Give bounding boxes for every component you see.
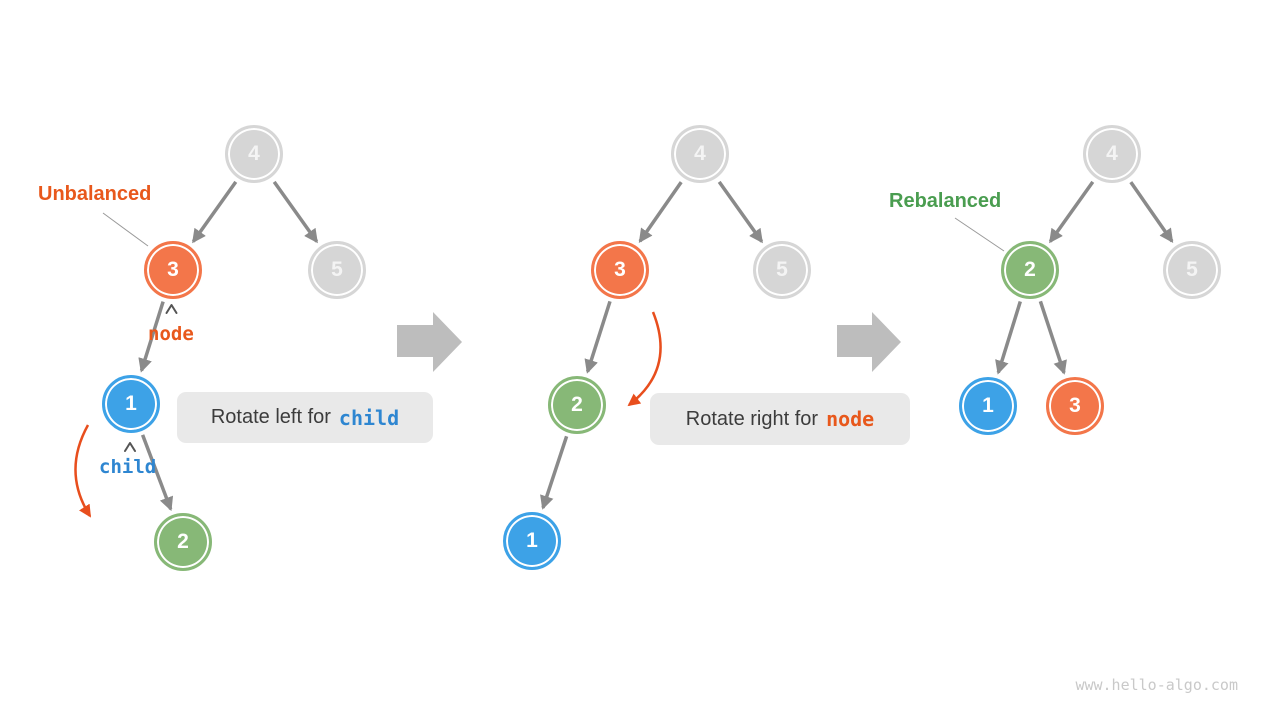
step-arrow-2-icon [837, 312, 901, 372]
tree3-edge-2-1 [995, 300, 1022, 375]
caption-rotate-right-text: Rotate right for [685, 407, 819, 430]
tree2-node-5: 5 [753, 241, 811, 299]
child-caret-icon [124, 442, 136, 452]
tree3-node-1: 1 [959, 377, 1017, 435]
tree2-edge-4-5 [717, 180, 764, 244]
tree2-node-2: 2 [548, 376, 606, 434]
tree1-edge-3-1 [138, 301, 165, 373]
node-caret-icon [165, 304, 178, 314]
caption-rotate-right: Rotate right for node [650, 393, 910, 445]
caption-node-keyword: node [826, 407, 875, 431]
tree1-node-1: 1 [102, 375, 160, 433]
tree3-edge-4-2 [1048, 180, 1095, 244]
tree3-edges [995, 180, 1174, 375]
tree3-edge-2-3 [1038, 300, 1067, 375]
rebalanced-label: Rebalanced [889, 190, 1002, 212]
tree1-node-4: 4 [225, 125, 283, 183]
tree1-node-3: 3 [144, 241, 202, 299]
tree1-edge-1-2 [140, 434, 174, 512]
tree3-node-5: 5 [1163, 241, 1221, 299]
tree3-node-4: 4 [1083, 125, 1141, 183]
tree2-node-4: 4 [671, 125, 729, 183]
tree2-edges [540, 180, 764, 510]
child-ref-label: child [99, 456, 157, 478]
caption-rotate-left: Rotate left for child [177, 392, 433, 443]
watermark-url: www.hello-algo.com [1075, 676, 1238, 694]
tree1-edges [138, 180, 319, 512]
caption-child-keyword: child [338, 405, 400, 430]
tree1-edge-4-3 [191, 180, 238, 244]
unbalanced-leader-line [102, 212, 149, 247]
tree3-node-3: 3 [1046, 377, 1104, 435]
tree2-node-3: 3 [591, 241, 649, 299]
tree2-edge-2-1 [540, 435, 569, 510]
rotate-left-arrow [74, 424, 92, 518]
tree3-node-2: 2 [1001, 241, 1059, 299]
tree3-edge-4-5 [1129, 181, 1174, 244]
rotate-right-arrow [627, 311, 662, 407]
node-ref-label: node [148, 323, 194, 345]
tree2-edge-4-3 [638, 181, 683, 244]
tree1-edge-4-5 [272, 180, 319, 244]
step-arrow-1-icon [397, 312, 462, 372]
caption-rotate-left-text: Rotate left for [210, 406, 331, 428]
tree2-edge-3-2 [584, 300, 612, 374]
tree1-node-5: 5 [308, 241, 366, 299]
unbalanced-label: Unbalanced [38, 183, 152, 205]
rebalanced-leader-line [954, 217, 1005, 252]
tree2-node-1: 1 [503, 512, 561, 570]
tree1-node-2: 2 [154, 513, 212, 571]
